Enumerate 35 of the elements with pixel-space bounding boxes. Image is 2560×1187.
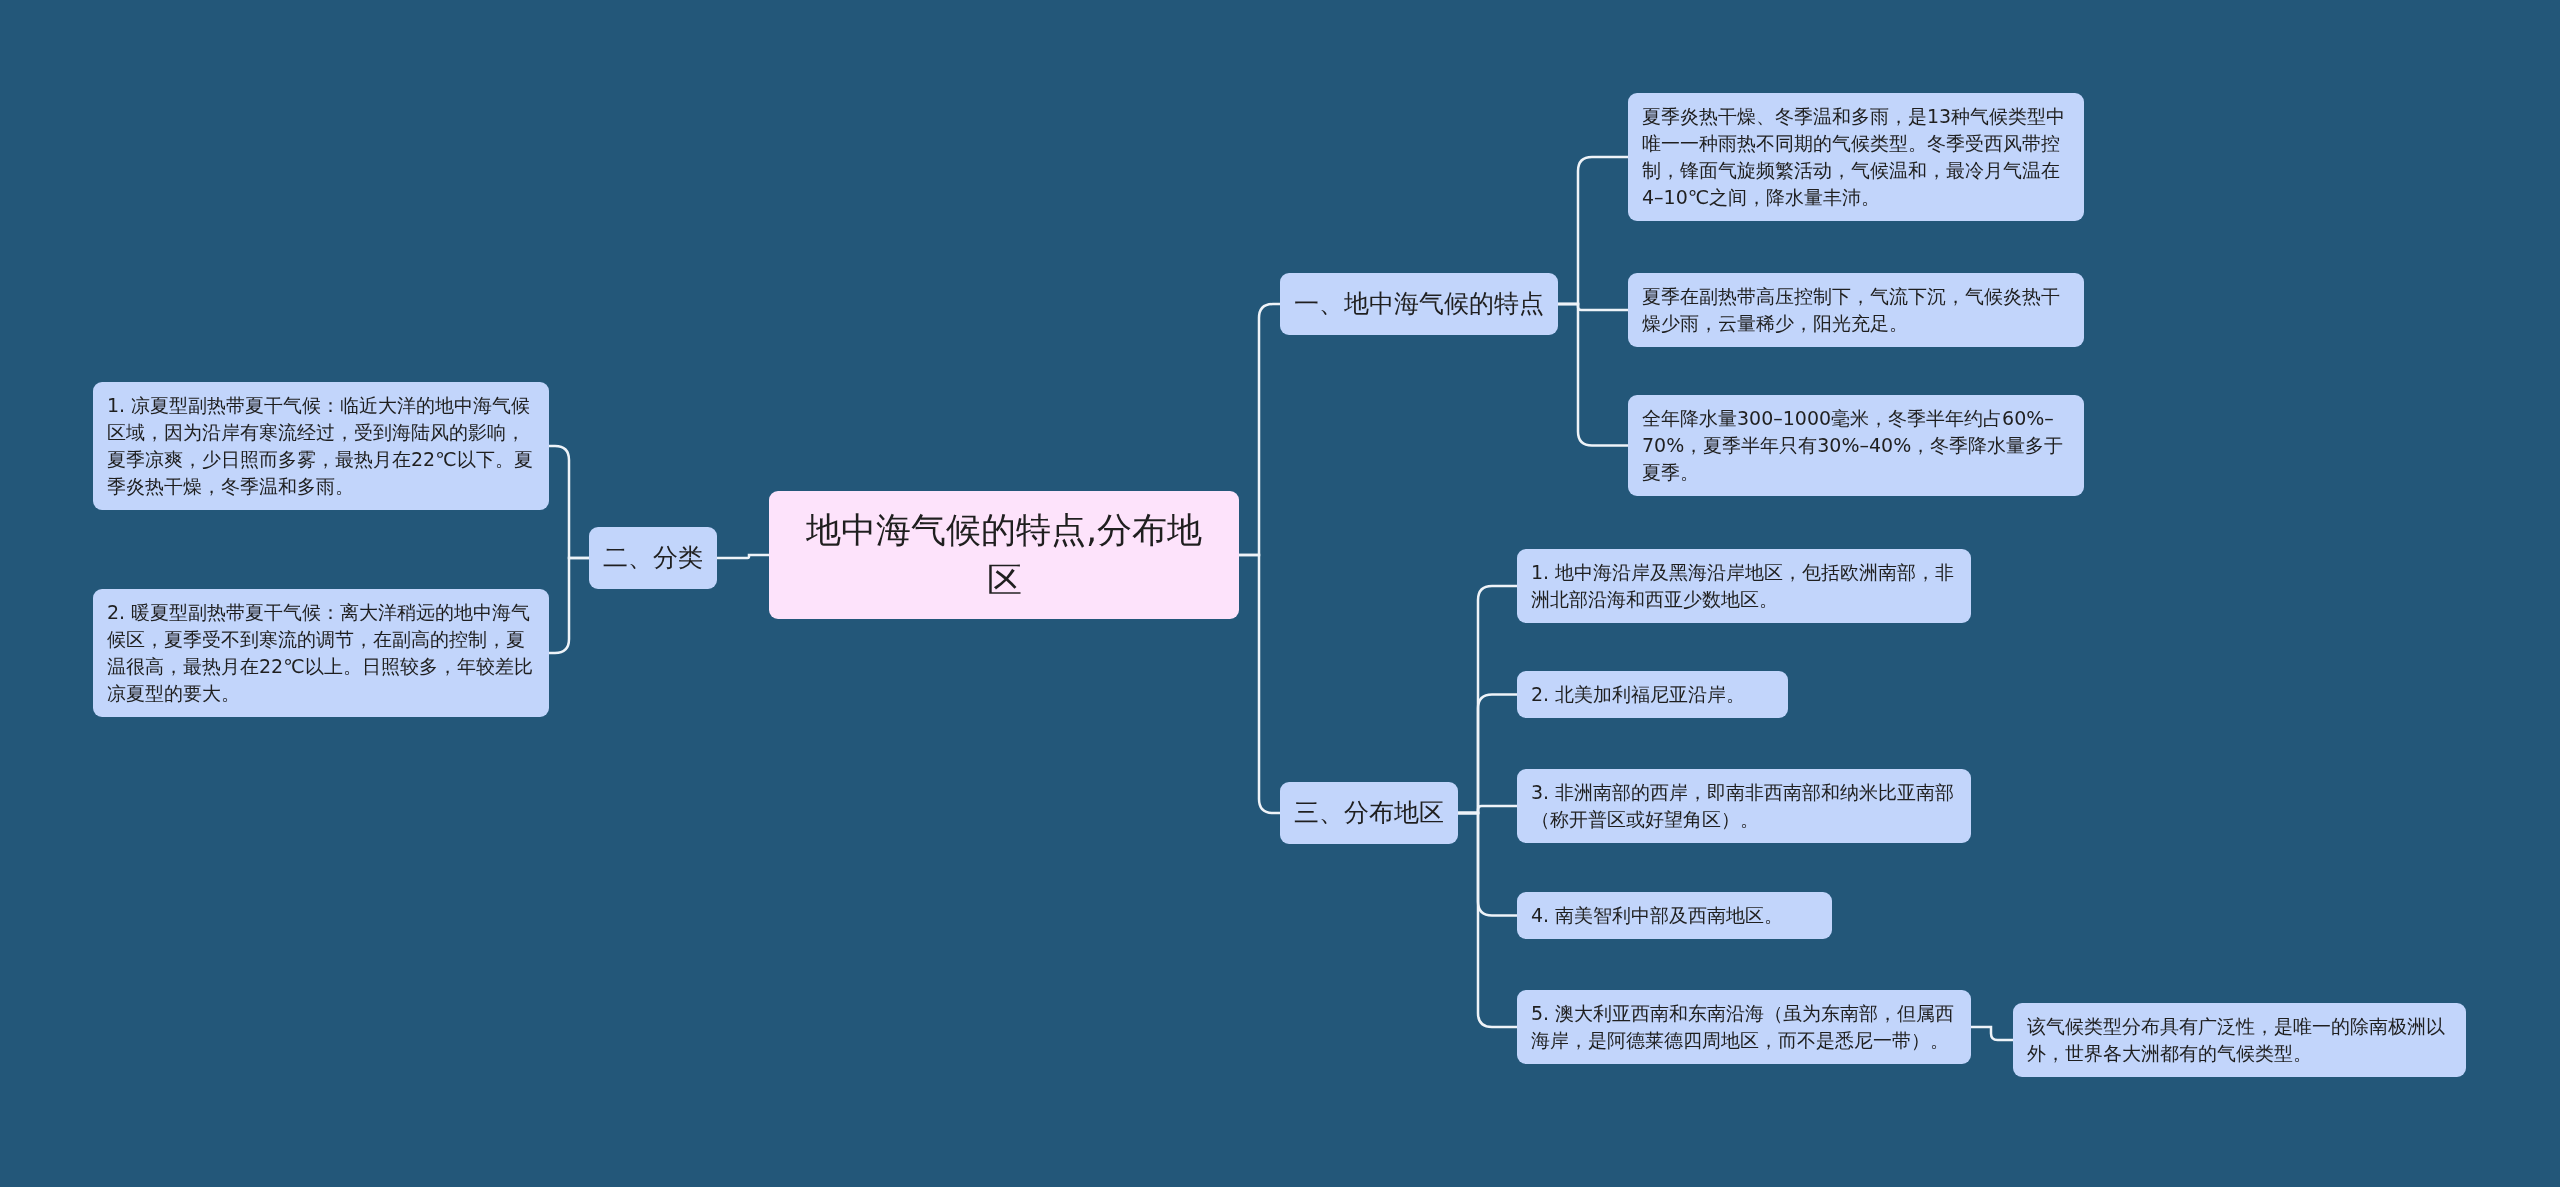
topic-text: 夏季在副热带高压控制下，气流下沉，气候炎热干燥少雨，云量稀少，阳光充足。	[1642, 284, 2061, 336]
topic-text: 1. 地中海沿岸及黑海沿岸地区，包括欧洲南部，非洲北部沿海和西亚少数地区。	[1531, 560, 1956, 612]
branch-topic-box	[1280, 782, 1458, 844]
detail-box	[1628, 93, 2084, 221]
detail-box	[93, 589, 549, 717]
branch-topic-box	[1280, 273, 1558, 335]
topic-text: 该气候类型分布具有广泛性，是唯一的除南极洲以外，世界各大洲都有的气候类型。	[2027, 1014, 2446, 1066]
topic-text: 全年降水量300–1000毫米，冬季半年约占60%–70%，夏季半年只有30%–40%，冬季降水量多于夏季。	[1642, 406, 2065, 485]
connector-line	[1558, 302, 1628, 447]
topic-text: 1. 凉夏型副热带夏干气候：临近大洋的地中海气候区域，因为沿岸有寒流经过，受到海陆风的影响，夏季凉爽，少日照而多雾，最热月在22℃以下。夏季炎热干燥，冬季温和多雨。	[107, 393, 534, 499]
connector-line	[1971, 1025, 2013, 1042]
topic-text: 2. 北美加利福尼亚沿岸。	[1531, 682, 1747, 707]
topic-text: 3. 非洲南部的西岸，即南非西南部和纳米比亚南部（称开普区或好望角区）。	[1531, 780, 1956, 832]
connector-line	[1458, 811, 1517, 1029]
detail-box	[2013, 1003, 2466, 1077]
detail-box	[1517, 769, 1971, 843]
connector-line	[717, 553, 769, 560]
topic-text: 一、地中海气候的特点	[1294, 288, 1544, 320]
central-topic-box	[769, 491, 1239, 619]
topic-text: 三、分布地区	[1294, 797, 1444, 829]
detail-box	[1628, 395, 2084, 496]
topic-text: 2. 暖夏型副热带夏干气候：离大洋稍远的地中海气候区，夏季受不到寒流的调节，在副高的控制，夏温很高，最热月在22℃以上。日照较多，年较差比凉夏型的要大。	[107, 600, 534, 706]
topic-text: 5. 澳大利亚西南和东南沿海（虽为东南部，但属西海岸，是阿德莱德四周地区，而不是悉尼一带）。	[1531, 1001, 1956, 1053]
topic-text: 地中海气候的特点,分布地区	[804, 509, 1204, 602]
detail-box	[1517, 892, 1832, 939]
detail-box	[1517, 549, 1971, 623]
topic-text: 二、分类	[603, 542, 703, 574]
detail-box	[1517, 990, 1971, 1064]
detail-box	[1517, 671, 1788, 718]
branch-topic-box	[589, 527, 717, 589]
detail-box	[1628, 273, 2084, 347]
topic-text: 夏季炎热干燥、冬季温和多雨，是13种气候类型中唯一一种雨热不同期的气候类型。冬季受西风带控制，锋面气旋频繁活动，气候温和，最冷月气温在4–10℃之间，降水量丰沛。	[1642, 104, 2067, 210]
connector-line	[1239, 553, 1280, 815]
topic-text: 4. 南美智利中部及西南地区。	[1531, 903, 1785, 928]
detail-box	[93, 382, 549, 510]
